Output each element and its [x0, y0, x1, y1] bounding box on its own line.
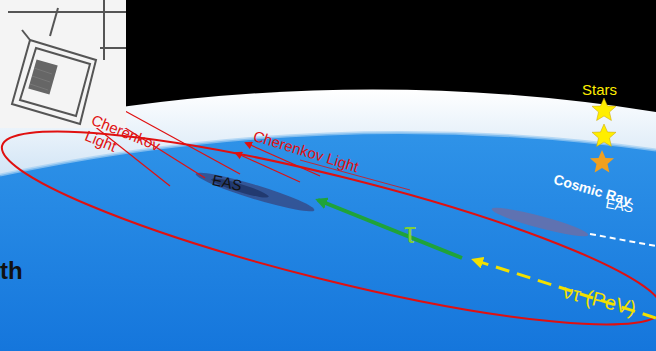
particle-label: τ	[404, 216, 416, 249]
stars-label: Stars	[582, 82, 617, 99]
earth-label: th	[0, 258, 23, 284]
